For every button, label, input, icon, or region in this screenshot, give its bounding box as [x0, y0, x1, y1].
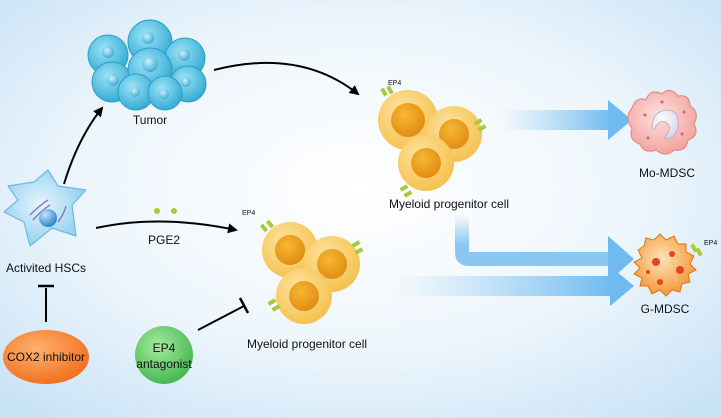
activated-hscs-label: Activited HSCs: [5, 261, 87, 275]
pge2-label: PGE2: [147, 233, 181, 247]
arrow-hsc-to-tumor: [63, 106, 104, 185]
ep4-antagonist-circle: [135, 326, 193, 384]
ep4-receptor-label-lower: EP4: [242, 210, 256, 217]
ep4-antagonist-label-line2: antagonist: [136, 357, 192, 371]
cox2-inhibitor-pill: [3, 330, 89, 384]
ep4-receptor-label-upper: EP4: [388, 80, 402, 87]
ep4-antagonist-label-line1: EP4: [152, 341, 176, 355]
myeloid-progenitor-label-upper: Myeloid progenitor cell: [388, 197, 510, 211]
flow-arrow-to-mo-mdsc: [500, 100, 632, 140]
flow-arrow-to-g-mdsc-lower: [392, 266, 634, 306]
myeloid-progenitor-label-lower: Myeloid progenitor cell: [246, 337, 368, 351]
pge2-molecule-dot: [154, 208, 160, 214]
inhibit-cox2-to-hsc: [38, 284, 54, 322]
ep4-receptor-label-gmdsc: EP4: [704, 240, 718, 247]
tumor-cluster: [87, 19, 207, 111]
activated-hsc-cell: [3, 169, 87, 247]
myeloid-progenitor-cluster-lower: [259, 219, 364, 324]
tumor-label: Tumor: [132, 113, 168, 127]
myeloid-progenitor-cluster-upper: [378, 85, 487, 198]
mo-mdsc-cell: [627, 89, 697, 155]
g-mdsc-cell: [633, 233, 703, 297]
arrow-hsc-to-myeloid: [95, 220, 238, 234]
arrow-tumor-to-myeloid: [213, 61, 360, 96]
mo-mdsc-label: Mo-MDSC: [639, 166, 695, 180]
inhibit-ep4-to-myeloid: [197, 297, 250, 331]
g-mdsc-label: G-MDSC: [640, 302, 690, 316]
pge2-molecule-dot: [171, 208, 177, 214]
cox2-inhibitor-label: COX2 inhibitor: [6, 350, 86, 364]
